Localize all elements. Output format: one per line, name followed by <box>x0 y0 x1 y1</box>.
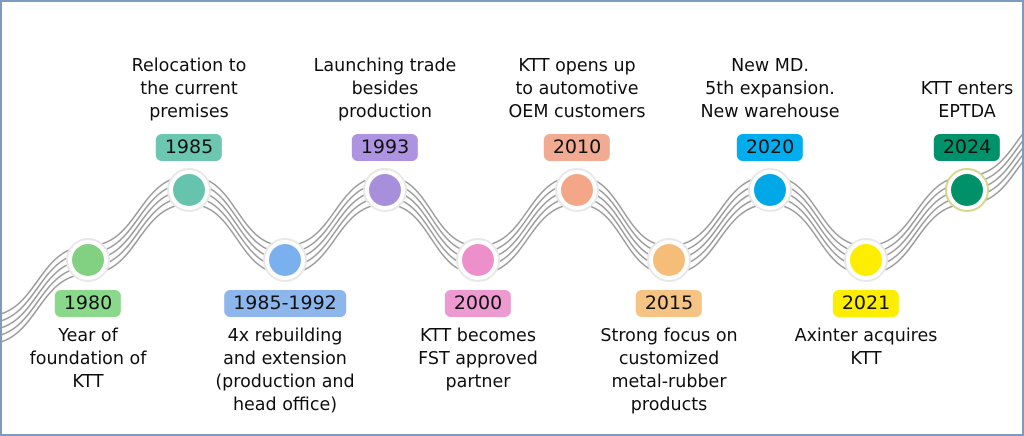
year-chip[interactable]: 1985 <box>155 134 223 161</box>
ribbon-strand <box>2 154 1022 336</box>
milestone-node-dot[interactable] <box>462 244 494 276</box>
milestone-caption: KTT enters EPTDA <box>920 79 1014 122</box>
milestone-node-dot[interactable] <box>72 244 104 276</box>
milestone-caption: New MD. 5th expansion. New warehouse <box>700 56 840 122</box>
year-chip[interactable]: 2021 <box>832 290 900 317</box>
milestone-node-dot[interactable] <box>653 244 685 276</box>
ribbon-strand <box>2 140 1022 322</box>
year-chip[interactable]: 1980 <box>54 290 122 317</box>
ribbon-strand <box>2 133 1022 315</box>
milestone-node-dot[interactable] <box>269 244 301 276</box>
ribbon-strand <box>2 147 1022 329</box>
milestone-caption: Axinter acquires KTT <box>794 326 938 369</box>
milestone-caption: Strong focus on customized metal-rubber … <box>600 326 738 415</box>
milestone-caption: KTT becomes FST approved partner <box>418 326 538 392</box>
year-chip[interactable]: 2015 <box>635 290 703 317</box>
year-chip[interactable]: 1985-1992 <box>224 290 346 317</box>
milestone-caption: Launching trade besides production <box>313 56 457 122</box>
year-chip[interactable]: 1993 <box>351 134 419 161</box>
milestone-caption: 4x rebuilding and extension (production … <box>215 326 355 415</box>
milestone-node-dot[interactable] <box>369 174 401 206</box>
milestone-node-dot[interactable] <box>850 244 882 276</box>
year-chip[interactable]: 2000 <box>444 290 512 317</box>
milestone-caption: Year of foundation of KTT <box>29 326 147 392</box>
year-chip[interactable]: 2020 <box>736 134 804 161</box>
milestone-node-dot[interactable] <box>561 174 593 206</box>
milestone-node-dot[interactable] <box>754 174 786 206</box>
milestone-node-dot[interactable] <box>951 174 983 206</box>
year-chip[interactable]: 2024 <box>933 134 1001 161</box>
milestone-caption: Relocation to the current premises <box>131 56 247 122</box>
milestone-caption: KTT opens up to automotive OEM customers <box>508 56 646 122</box>
ribbon-strand <box>2 161 1022 343</box>
milestone-node-dot[interactable] <box>173 174 205 206</box>
year-chip[interactable]: 2010 <box>543 134 611 161</box>
